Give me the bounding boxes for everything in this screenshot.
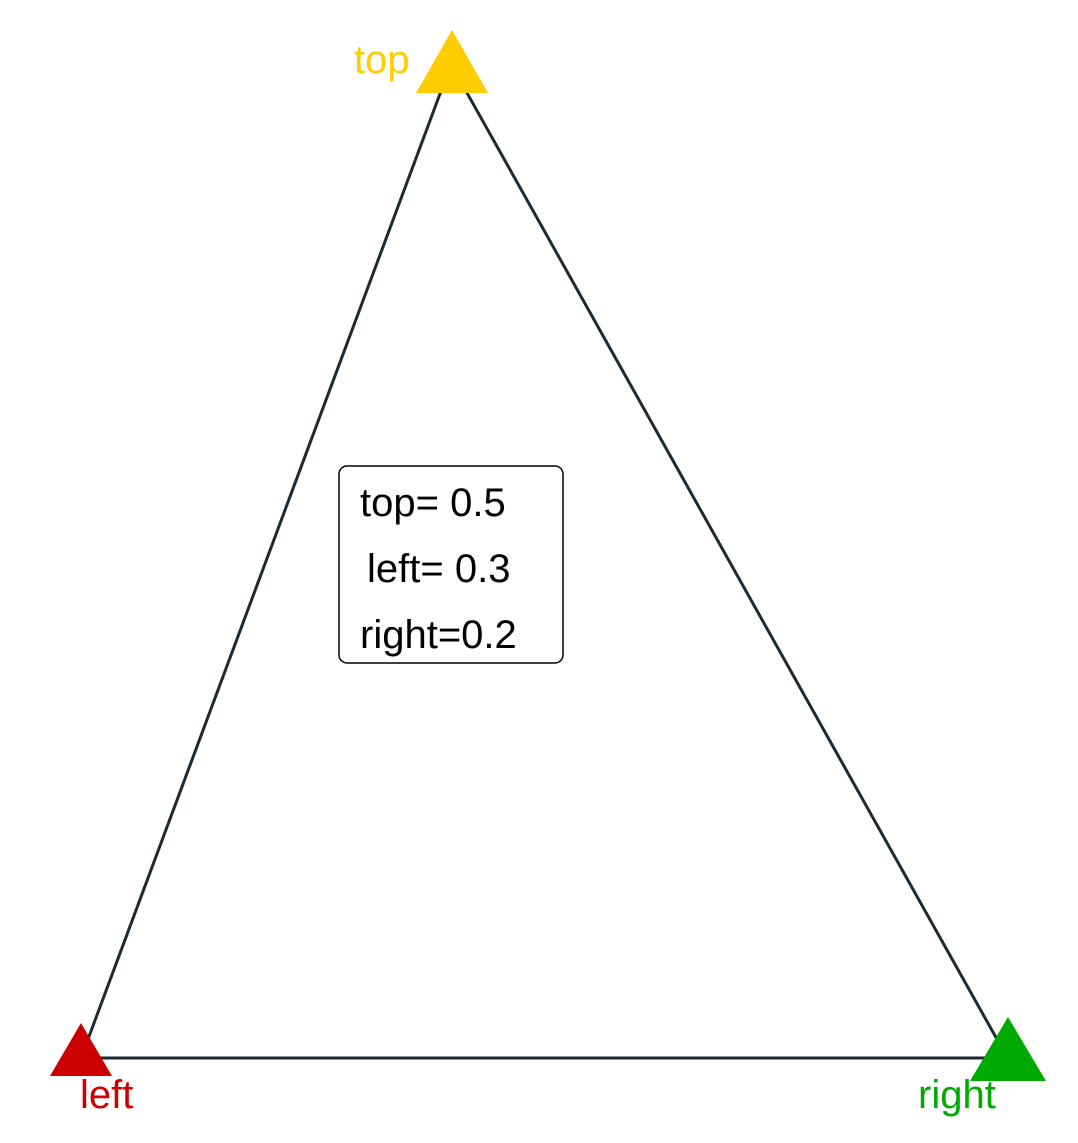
top-vertex-marker-icon bbox=[416, 30, 488, 93]
info-box bbox=[338, 465, 564, 664]
info-line-right: right=0.2 bbox=[360, 613, 517, 657]
left-vertex-marker-icon bbox=[50, 1023, 112, 1076]
right-vertex-label: right bbox=[918, 1073, 996, 1117]
top-vertex-label: top bbox=[354, 38, 410, 82]
edge-top-right bbox=[455, 74, 1005, 1051]
right-vertex-marker-icon bbox=[970, 1017, 1046, 1081]
info-line-left: left= 0.3 bbox=[367, 547, 510, 591]
info-line-top: top= 0.5 bbox=[360, 481, 506, 525]
left-vertex-label: left bbox=[80, 1073, 133, 1117]
edge-top-left bbox=[79, 74, 449, 1059]
